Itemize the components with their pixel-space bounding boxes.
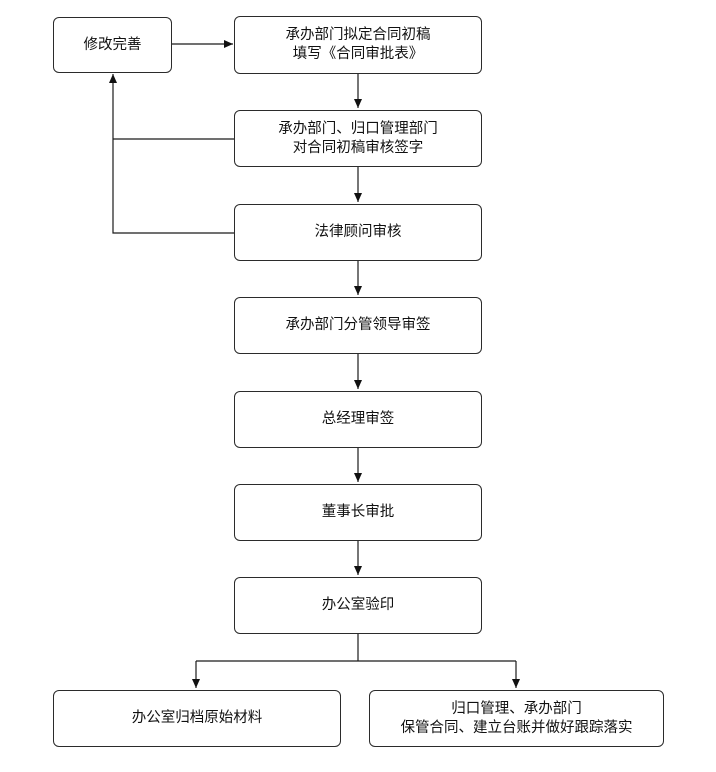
node-office-check: 办公室验印 bbox=[234, 577, 482, 634]
node-dept-sign-line-1: 承办部门、归口管理部门 bbox=[278, 120, 438, 137]
node-dept-sign: 承办部门、归口管理部门 对合同初稿审核签字 bbox=[234, 110, 482, 167]
node-leader: 承办部门分管领导审签 bbox=[234, 297, 482, 354]
node-revise: 修改完善 bbox=[53, 17, 172, 73]
node-chairman: 董事长审批 bbox=[234, 484, 482, 541]
node-draft-line-1: 承办部门拟定合同初稿 bbox=[285, 27, 431, 43]
node-custody-line-2: 保管合同、建立台账并做好跟踪落实 bbox=[400, 719, 633, 736]
node-custody-line-1: 归口管理、承办部门 bbox=[451, 700, 582, 717]
node-gm: 总经理审签 bbox=[234, 391, 482, 448]
node-custody: 归口管理、承办部门 保管合同、建立台账并做好跟踪落实 bbox=[369, 690, 664, 747]
node-leader-line-1: 承办部门分管领导审签 bbox=[285, 317, 431, 333]
node-draft-line-2: 填写《合同审批表》 bbox=[292, 46, 424, 62]
node-office-check-line-1: 办公室验印 bbox=[321, 597, 395, 613]
node-archive-line-1: 办公室归档原始材料 bbox=[131, 710, 263, 726]
node-chairman-line-1: 董事长审批 bbox=[321, 504, 395, 520]
node-archive: 办公室归档原始材料 bbox=[53, 690, 341, 747]
node-dept-sign-line-2: 对合同初稿审核签字 bbox=[292, 139, 424, 156]
node-gm-line-1: 总经理审签 bbox=[321, 411, 395, 427]
feedback-line-from-legal bbox=[109, 74, 234, 234]
node-draft: 承办部门拟定合同初稿 填写《合同审批表》 bbox=[234, 16, 482, 74]
node-revise-line-1: 修改完善 bbox=[83, 36, 142, 53]
node-legal-line-1: 法律顾问审核 bbox=[314, 224, 402, 240]
node-legal: 法律顾问审核 bbox=[234, 204, 482, 261]
